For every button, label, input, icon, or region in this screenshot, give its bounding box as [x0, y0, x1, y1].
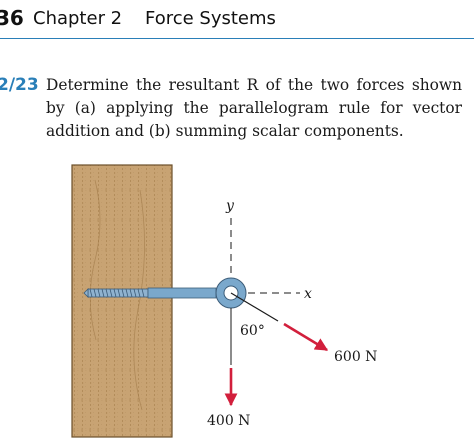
eyebolt-shank — [147, 287, 217, 299]
force-diagram: y x 60° 600 N 400 N — [71, 164, 377, 438]
y-axis-label: y — [225, 198, 235, 214]
chapter-title: Force Systems — [145, 8, 276, 29]
problem-number: 2/23 — [0, 75, 39, 95]
problem-line-1: Determine the resultant R of the two for… — [46, 76, 462, 94]
force-600-label: 600 N — [334, 349, 377, 365]
eyebolt-thread — [83, 288, 149, 298]
force-600-line — [230, 292, 279, 322]
force-600-arrow — [283, 322, 329, 352]
problem-line-2: by (a) applying the parallelogram rule f… — [46, 99, 462, 117]
page-number: 36 — [0, 6, 24, 30]
chapter-label: Chapter 2 — [33, 8, 123, 29]
force-400-label: 400 N — [207, 413, 250, 429]
page-header: 36 Chapter 2 Force Systems — [0, 0, 474, 39]
angle-label: 60° — [240, 323, 265, 339]
wooden-post — [71, 164, 173, 438]
problem-line-3: addition and (b) summing scalar componen… — [46, 122, 404, 140]
problem-statement: Determine the resultant R of the two for… — [46, 74, 462, 143]
x-axis-label: x — [304, 286, 312, 302]
